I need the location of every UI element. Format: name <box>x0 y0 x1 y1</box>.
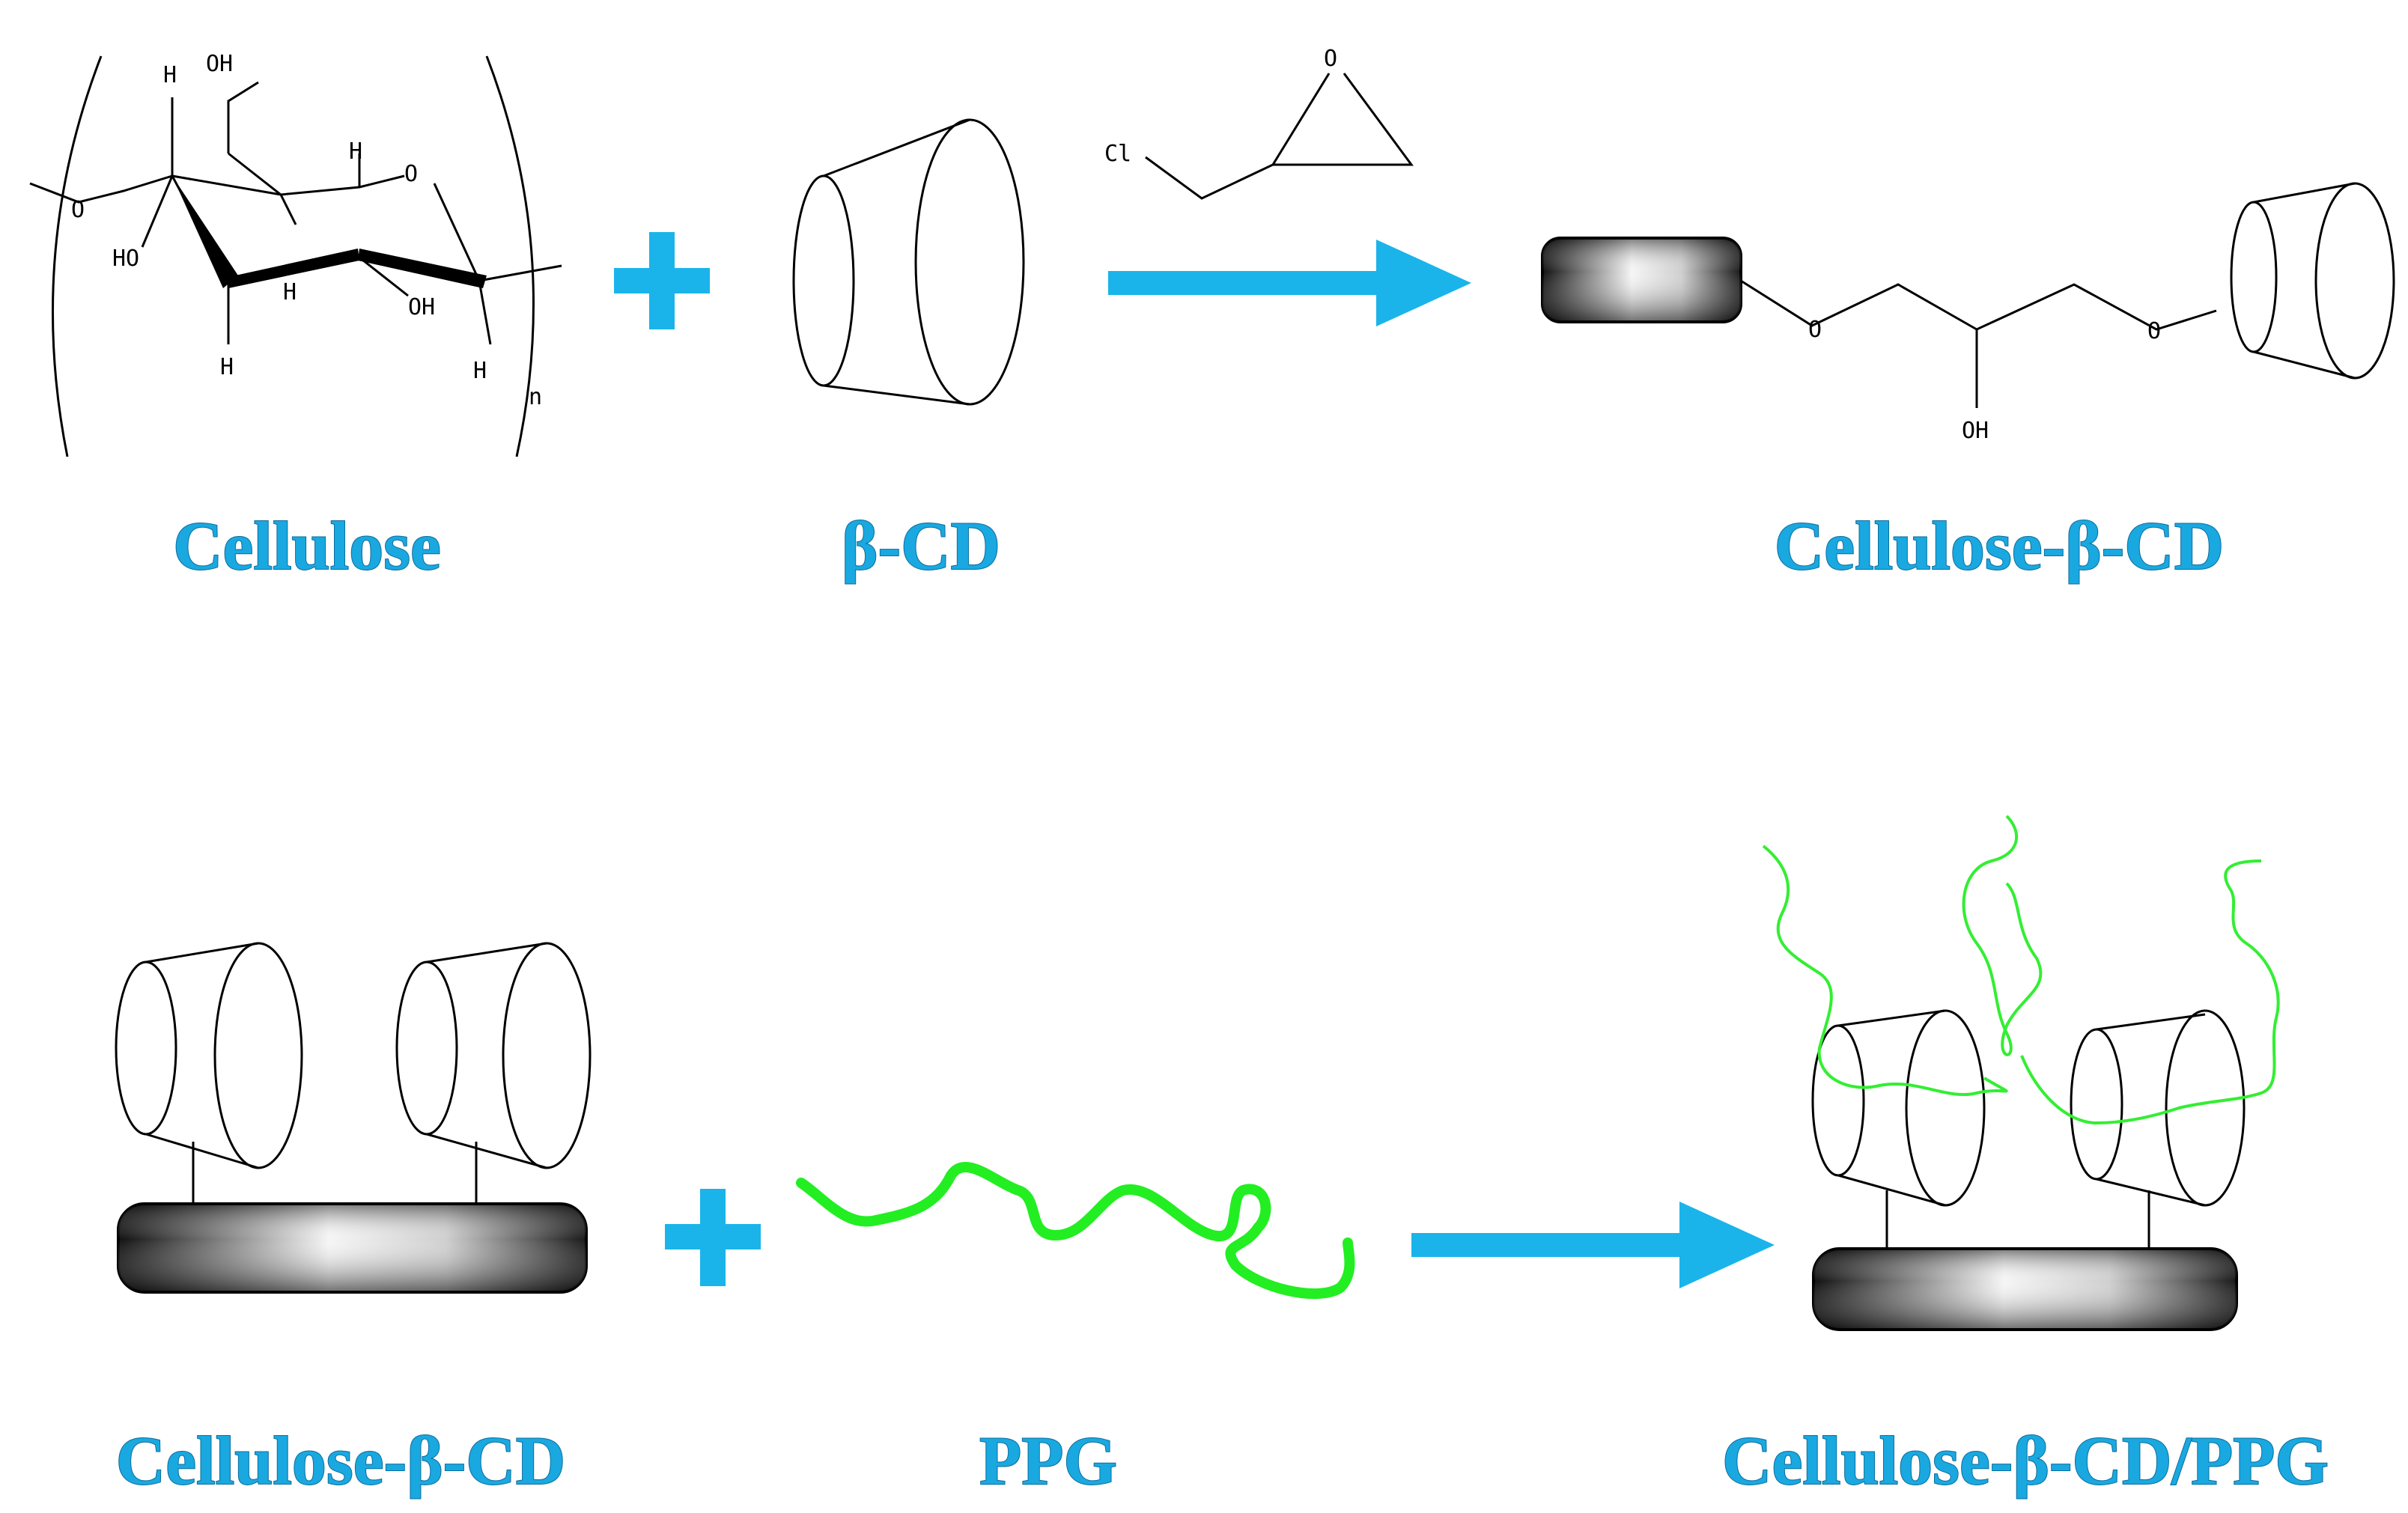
cyclodextrin-cone-icon <box>792 118 1025 406</box>
label-cellulose-beta-cd-top: Cellulose-β-CD <box>1775 508 2224 584</box>
plus-icon <box>665 1189 761 1286</box>
wedge-bond-right <box>358 249 487 288</box>
cellulose-structure: H OH H O O HO H OH H H n <box>29 51 562 457</box>
cellulose-beta-cd-grafted <box>115 942 592 1294</box>
atom-o-ring: O <box>404 161 418 187</box>
atom-h-bottom: H <box>220 354 234 380</box>
atom-h-corner: H <box>473 358 487 384</box>
label-cellulose-beta-cd-bottom: Cellulose-β-CD <box>116 1422 565 1499</box>
atom-o-linker-2: O <box>2147 318 2161 344</box>
epichlorohydrin-structure: Cl O <box>1104 46 1414 200</box>
atom-h-right: H <box>349 138 362 165</box>
label-ppg: PPG <box>979 1422 1117 1499</box>
atom-oh-top: OH <box>206 51 233 77</box>
cyclodextrin-cone-icon <box>1811 1009 1986 1207</box>
label-cellulose: Cellulose <box>173 508 441 584</box>
atom-o-link: O <box>71 197 85 223</box>
right-arrow-icon <box>1108 240 1471 326</box>
right-arrow-icon <box>1411 1202 1775 1288</box>
wedge-bond-bottom <box>228 249 359 288</box>
atom-o-linker-1: O <box>1808 317 1822 343</box>
cyclodextrin-cone-icon <box>115 942 303 1169</box>
cellulose-beta-cd-product: O O OH <box>1541 182 2395 444</box>
left-bracket <box>52 55 103 457</box>
atom-oh-bottom: OH <box>408 294 435 320</box>
label-beta-cd: β-CD <box>842 508 1000 584</box>
atom-h-mid: H <box>283 279 297 305</box>
ppg-chain-threaded-2 <box>1962 815 2043 1056</box>
wedge-bond-left <box>172 176 238 288</box>
cellulose-beta-cd-ppg-complex <box>1762 815 2280 1331</box>
repeat-n: n <box>529 384 542 410</box>
label-cellulose-beta-cd-ppg: Cellulose-β-CD/PPG <box>1722 1422 2329 1499</box>
cyclodextrin-cone-icon <box>395 942 592 1169</box>
right-bracket <box>485 55 535 457</box>
atom-ho: HO <box>112 246 139 272</box>
atom-o-epoxide: O <box>1324 46 1337 72</box>
atom-oh-linker: OH <box>1962 418 1989 444</box>
ppg-chain <box>796 1162 1355 1299</box>
plus-icon <box>614 232 710 329</box>
ppg-chain-threaded-1 <box>1762 844 2008 1097</box>
atom-h-top: H <box>163 62 177 88</box>
ppg-chain-threaded-3 <box>2020 859 2280 1125</box>
cyclodextrin-cone-icon <box>2070 1009 2246 1207</box>
atom-cl: Cl <box>1104 141 1131 167</box>
